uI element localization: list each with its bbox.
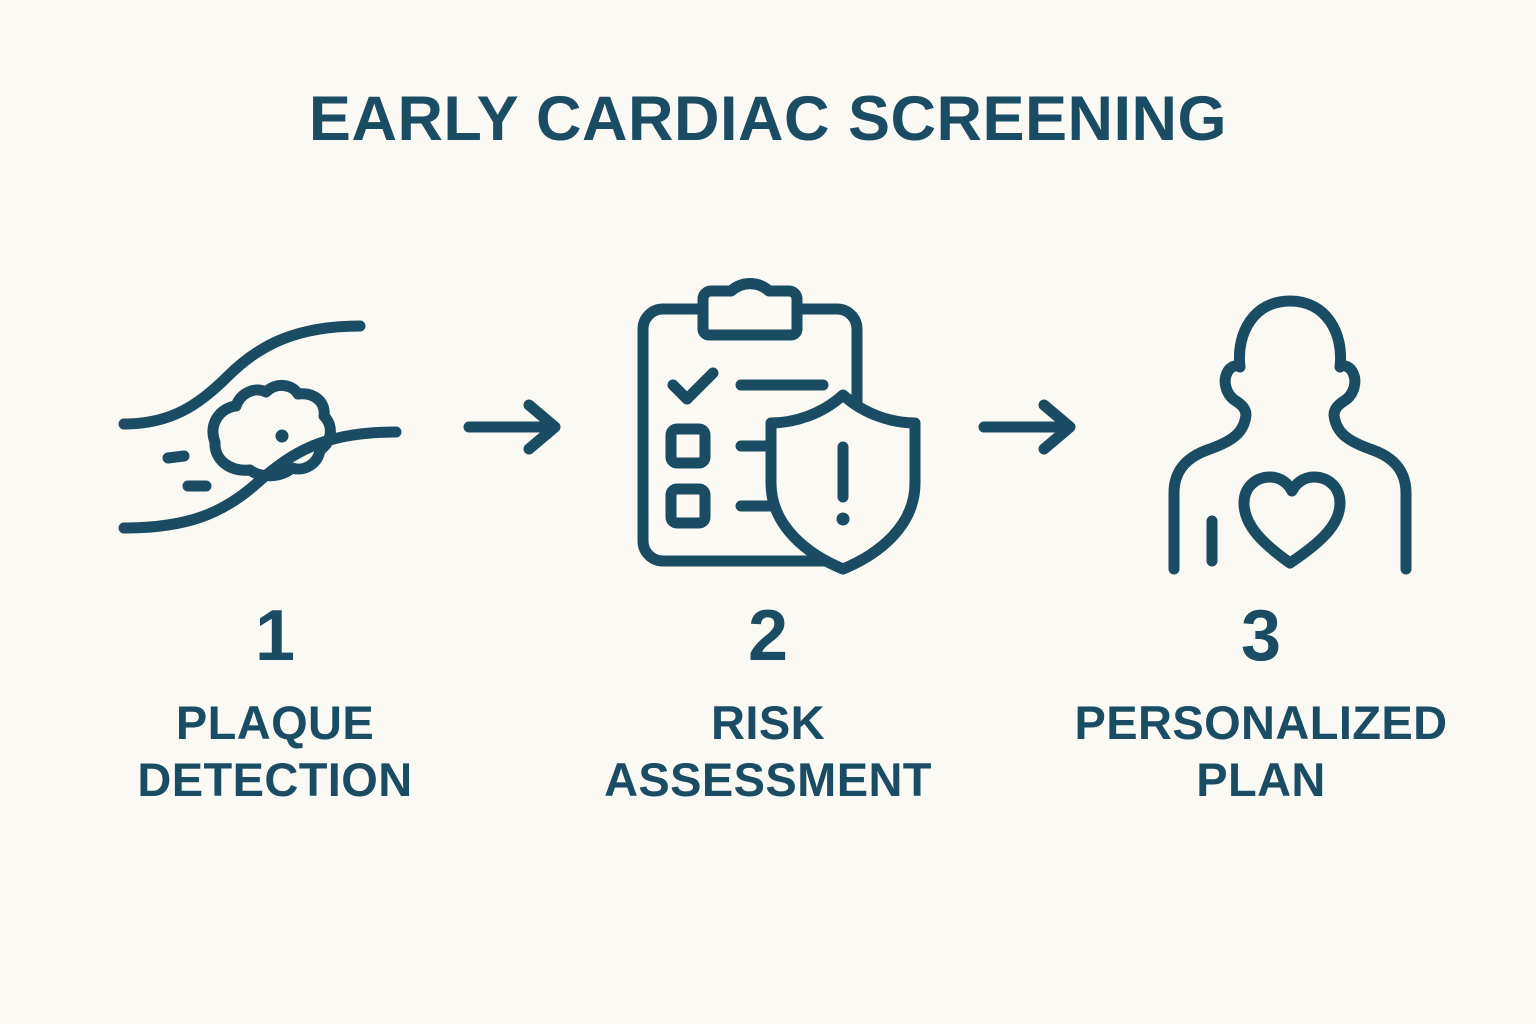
step-2-number: 2 (747, 596, 789, 676)
arrow-right-icon (978, 399, 1075, 455)
step-1-label: PLAQUE DETECTION (40, 694, 510, 809)
arrow-1-cell (453, 367, 583, 487)
step-1-label-line2: DETECTION (137, 753, 413, 807)
step-2: 2 RISK ASSESSMENT (533, 600, 1003, 809)
step-2-icon-cell (625, 262, 925, 592)
arrow-right-icon (463, 399, 560, 455)
plaque-dot (275, 429, 289, 443)
step-3-label: PERSONALIZED PLAN (1026, 694, 1496, 809)
step-1: 1 PLAQUE DETECTION (40, 600, 510, 809)
shield-exclamation-dot (836, 512, 850, 526)
step-1-label-line1: PLAQUE (175, 696, 375, 749)
step-1-number: 1 (254, 596, 296, 676)
step-3-number: 3 (1240, 596, 1282, 676)
step-3: 3 PERSONALIZED PLAN (1026, 600, 1496, 809)
artery-plaque-icon (118, 320, 402, 534)
plaque-debris-1 (162, 450, 190, 464)
checklist-check-icon (667, 367, 719, 405)
step-3-label-line2: PLAN (1196, 753, 1326, 807)
person-heart-icon (1168, 295, 1412, 575)
process-flow-row (110, 262, 1440, 592)
page-title: EARLY CARDIAC SCREENING (308, 84, 1228, 154)
steps-label-row: 1 PLAQUE DETECTION 2 RISK ASSESSMENT 3 P… (40, 600, 1496, 809)
arrow-2-cell (968, 367, 1098, 487)
heart-icon (1238, 471, 1346, 569)
step-2-label: RISK ASSESSMENT (533, 694, 1003, 809)
step-3-label-line1: PERSONALIZED (1074, 696, 1448, 749)
step-2-label-line2: ASSESSMENT (604, 753, 932, 807)
step-2-label-line1: RISK (711, 696, 825, 749)
step-1-icon-cell (110, 262, 410, 592)
step-3-icon-cell (1140, 262, 1440, 592)
clipboard-shield-alert-icon (637, 278, 921, 575)
checklist-box-1 (665, 423, 711, 469)
checklist-box-2 (665, 483, 711, 529)
clipboard-clip (697, 278, 803, 341)
